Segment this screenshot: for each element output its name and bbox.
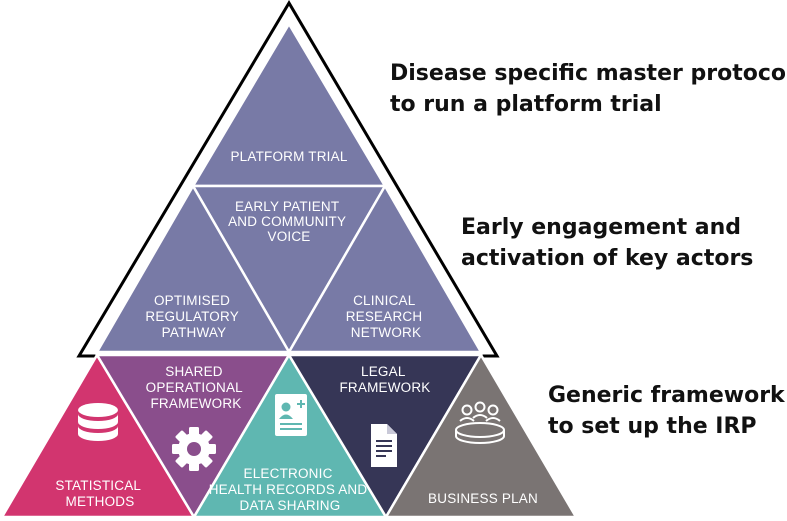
regulatory-pathway-triangle bbox=[94, 183, 292, 354]
electronic-health-label: ELECTRONIC HEALTH RECORDS AND DATA SHARI… bbox=[209, 466, 372, 513]
gear-icon bbox=[172, 427, 216, 471]
database-icon bbox=[78, 403, 118, 441]
business-plan-label: BUSINESS PLAN bbox=[428, 491, 538, 506]
patient-voice-label: EARLY PATIENT AND COMMUNITY VOICE bbox=[228, 199, 350, 244]
clinical-network-label: CLINICAL RESEARCH NETWORK bbox=[346, 293, 427, 340]
document-icon bbox=[371, 424, 397, 467]
regulatory-pathway-label: OPTIMISED REGULATORY PATHWAY bbox=[145, 293, 242, 340]
heading-master-protocol: Disease specific master protocol to run … bbox=[390, 61, 787, 117]
statistical-methods-label: STATISTICAL METHODS bbox=[55, 478, 144, 509]
clinical-network-triangle bbox=[286, 183, 484, 354]
profile-card-add-icon bbox=[275, 394, 307, 436]
shared-operational-label: SHARED OPERATIONAL FRAMEWORK bbox=[146, 364, 247, 411]
platform-trial-label: PLATFORM TRIAL bbox=[230, 149, 347, 164]
heading-early-engagement: Early engagement and activation of key a… bbox=[461, 215, 754, 271]
meeting-table-icon bbox=[455, 401, 505, 444]
heading-generic-framework: Generic framework to set up the IRP bbox=[548, 383, 785, 439]
legal-framework-label: LEGAL FRAMEWORK bbox=[339, 364, 430, 395]
